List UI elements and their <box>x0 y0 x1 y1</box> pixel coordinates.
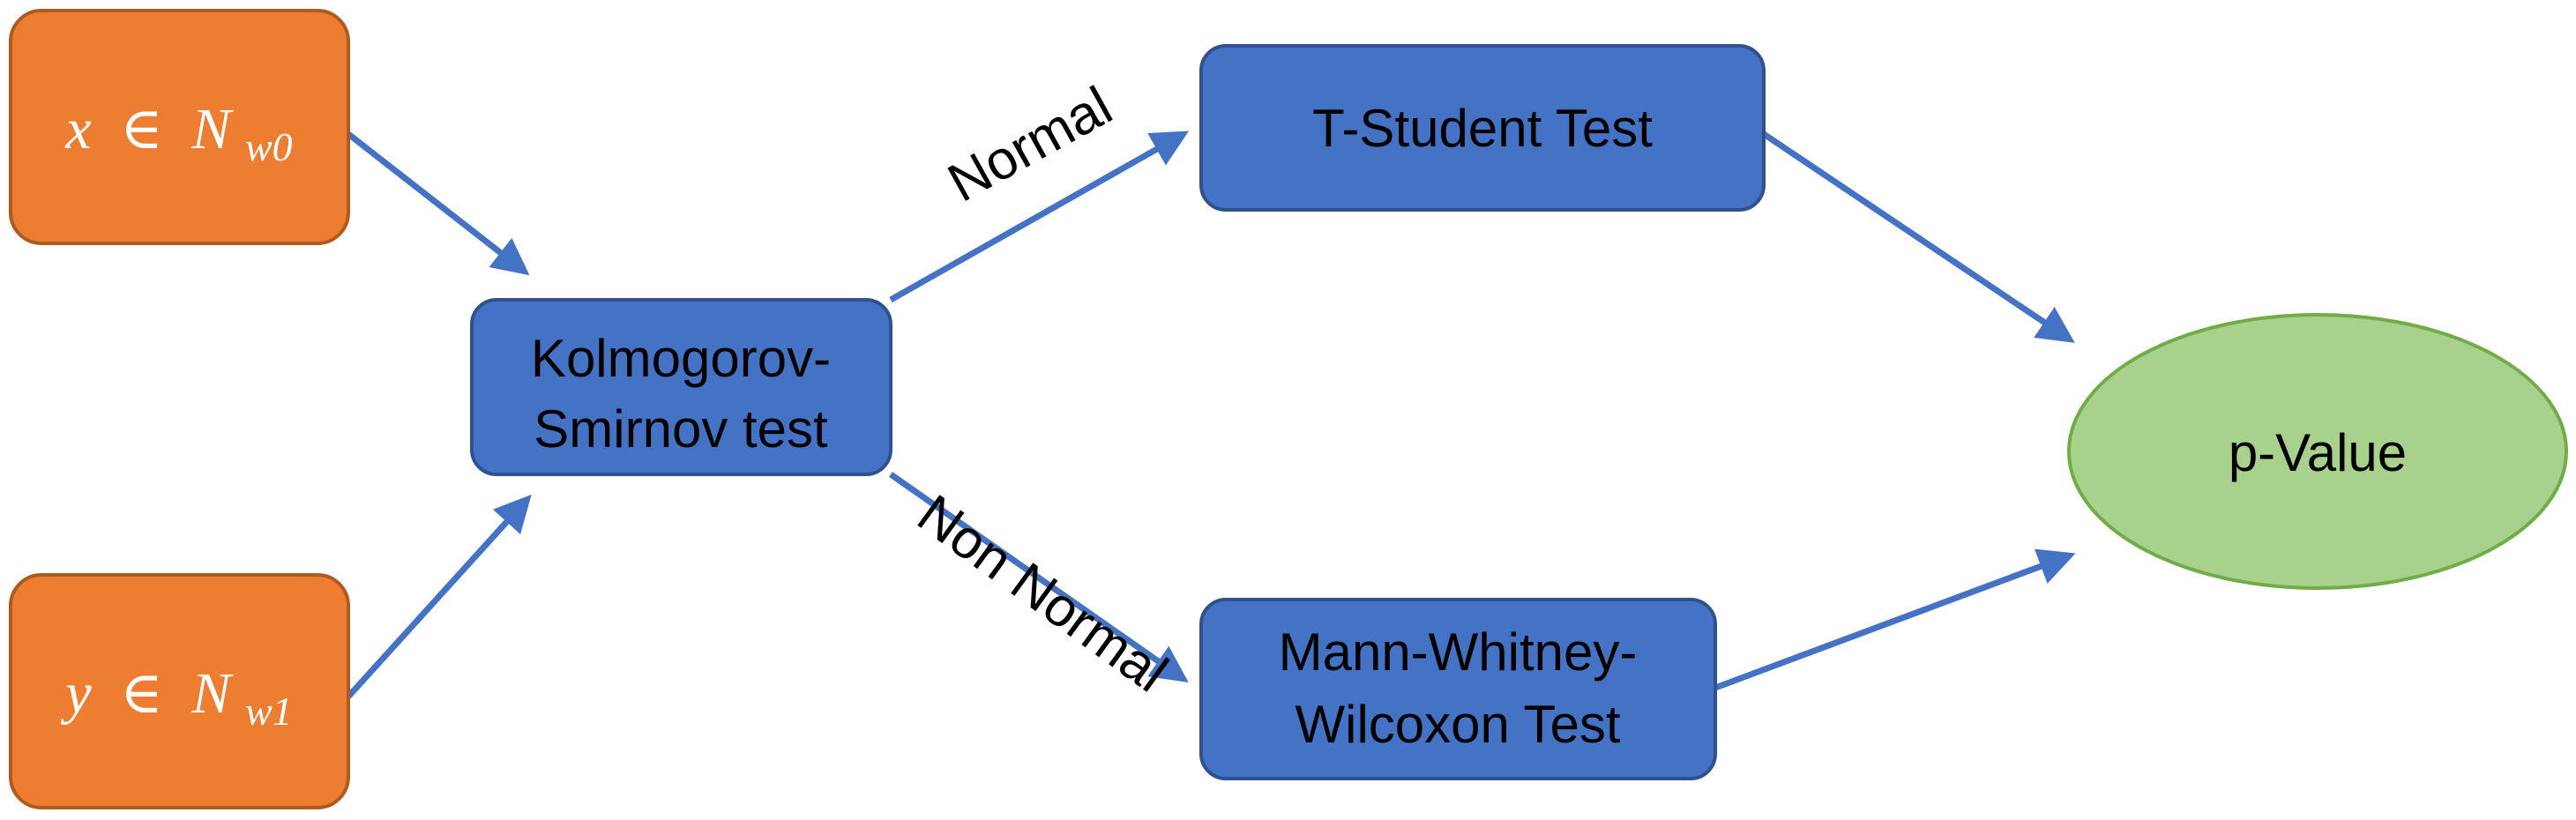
mw-test-line1: Mann-Whitney- <box>1279 622 1638 682</box>
arrow-x-to-ks <box>346 131 530 276</box>
arrow-ks-to-mw-test <box>888 472 1189 683</box>
input-x-box <box>9 9 350 245</box>
ks-test-node: Kolmogorov- Smirnov test <box>470 298 892 476</box>
edge-label-normal: Normal <box>938 75 1122 213</box>
input-y-subscript: w1 <box>245 689 293 734</box>
input-x-node: x ∈ N w0 <box>9 9 350 245</box>
arrow-t-test-to-pvalue <box>1762 131 2075 343</box>
edge-label-non-normal: Non Normal <box>907 483 1178 704</box>
input-x-var: x <box>64 97 91 161</box>
p-value-ellipse <box>2067 313 2568 590</box>
t-test-label: T-Student Test <box>1312 99 1653 158</box>
element-of-symbol: ∈ <box>120 97 163 161</box>
input-y-node: y ∈ N w1 <box>9 573 350 809</box>
input-y-var: y <box>60 661 92 726</box>
input-y-box <box>9 573 350 809</box>
ks-test-box <box>470 298 892 476</box>
arrow-y-to-ks <box>346 494 532 699</box>
mw-test-node: Mann-Whitney- Wilcoxon Test <box>1199 598 1717 780</box>
input-y-formula: y ∈ N w1 <box>60 661 292 734</box>
ks-test-line1: Kolmogorov- <box>531 329 831 388</box>
connectors <box>346 130 2076 699</box>
input-x-set: N <box>190 97 234 161</box>
element-of-symbol: ∈ <box>120 661 163 726</box>
input-y-set: N <box>190 661 234 726</box>
input-x-formula: x ∈ N w0 <box>64 97 292 169</box>
p-value-node: p-Value <box>2067 313 2568 590</box>
mw-test-line2: Wilcoxon Test <box>1295 695 1620 754</box>
arrow-mw-test-to-pvalue <box>1714 548 2076 691</box>
p-value-label: p-Value <box>2229 423 2407 482</box>
t-test-box <box>1199 44 1766 212</box>
ks-test-line2: Smirnov test <box>534 399 828 458</box>
mw-test-box <box>1199 598 1717 780</box>
input-x-subscript: w0 <box>245 124 293 169</box>
arrow-ks-to-t-test <box>889 130 1190 303</box>
t-test-node: T-Student Test <box>1199 44 1766 212</box>
